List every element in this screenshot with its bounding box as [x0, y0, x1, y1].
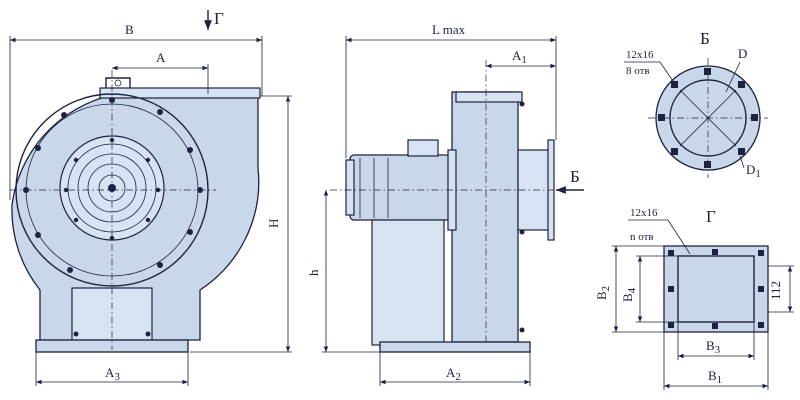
label-h: h	[306, 269, 321, 276]
rect-flange	[663, 245, 769, 333]
inlet-bolts	[63, 137, 161, 241]
label-A2: A2	[446, 365, 461, 383]
detail-B-holes-count: 8 отв	[626, 65, 650, 77]
label-A3: A3	[105, 365, 120, 383]
terminal-box	[407, 139, 439, 157]
label-D: D	[738, 46, 747, 61]
label-112: 112	[768, 281, 783, 300]
label-B2: B2	[594, 286, 612, 300]
label-B: B	[125, 22, 134, 37]
detail-G-title: Г	[706, 207, 716, 226]
motor-pedestal	[71, 287, 153, 341]
housing-side	[451, 91, 519, 343]
detail-G: Г 12х16 n отв B2 B4 112	[594, 207, 794, 390]
label-B1: B1	[708, 368, 722, 386]
detail-G-holes-count: n отв	[630, 231, 654, 243]
detail-B-title: Б	[700, 29, 710, 48]
label-view-B: Б	[570, 167, 580, 186]
side-base-plate	[379, 341, 531, 353]
label-D1: D1	[746, 162, 761, 180]
detail-B-holes-size: 12х16	[626, 49, 654, 61]
label-A: A	[156, 50, 166, 65]
lifting-eye-hole	[114, 79, 122, 87]
front-view: B A Г H A3	[9, 9, 292, 386]
label-B4: B4	[620, 287, 638, 302]
label-view-G: Г	[214, 9, 224, 28]
housing-top-flange	[455, 91, 523, 103]
detail-G-holes-size: 12х16	[630, 207, 658, 219]
side-view: L max A1 Б h A2	[306, 22, 584, 386]
motor-stand	[371, 219, 445, 346]
rect-flange-opening	[677, 255, 755, 323]
rect-flange-holes	[668, 249, 764, 329]
lifting-eye	[105, 77, 131, 88]
motor-end-cap	[345, 159, 355, 216]
detail-B: Б 12х16 8 отв D D1	[624, 29, 768, 180]
motor-body	[349, 154, 451, 221]
label-B3: B3	[706, 338, 721, 356]
flange-bolt-holes	[658, 68, 758, 168]
label-L: L max	[432, 22, 466, 37]
outlet-flange	[99, 87, 261, 99]
label-H: H	[266, 219, 281, 228]
label-A1: A1	[512, 48, 527, 66]
